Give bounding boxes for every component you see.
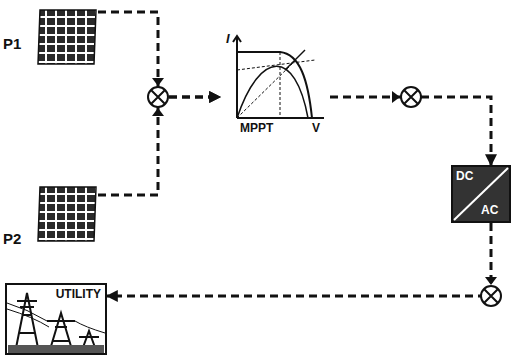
- ground-strip: [8, 345, 104, 353]
- arrow-head: [152, 108, 164, 116]
- arrow-head: [485, 277, 497, 285]
- node-label: V: [312, 122, 320, 134]
- node-label: DC: [456, 170, 473, 182]
- utility-grid: UTILITY: [5, 283, 107, 355]
- node-label: UTILITY: [54, 287, 103, 301]
- summing-junctions: [148, 87, 501, 306]
- panel-illustration: [36, 185, 98, 243]
- iv-curve: [237, 52, 312, 118]
- pylon: [15, 293, 39, 353]
- power-lines: [7, 303, 105, 333]
- arrow-head: [152, 78, 164, 86]
- inverter-body: [452, 166, 510, 222]
- mpp-marker: [285, 50, 305, 70]
- junction-arrowheads: [152, 78, 497, 285]
- dashed-connector: [98, 97, 220, 195]
- arrow-head: [392, 91, 400, 103]
- current-axis: [233, 36, 241, 118]
- solar-panel: P1: [3, 6, 98, 68]
- inverter-diagonal: [454, 168, 508, 220]
- node-label: P1: [3, 36, 21, 51]
- node-label: P2: [3, 231, 21, 246]
- solar-panel: P2: [3, 183, 98, 249]
- pv-curve: [237, 66, 308, 118]
- node-label: AC: [481, 204, 498, 216]
- mpp-guides: [237, 52, 315, 118]
- dashed-connector: [107, 223, 491, 296]
- mppt-chart: I MPPT V: [220, 30, 330, 138]
- panel-outline: [38, 10, 96, 64]
- utility-frame: [6, 284, 106, 354]
- dashed-connector: [98, 12, 220, 97]
- panel-illustration: [36, 8, 98, 66]
- node-label: MPPT: [240, 122, 273, 134]
- inverter-box: DC AC: [451, 165, 511, 223]
- panel-outline: [38, 187, 96, 241]
- junction-cross: [151, 90, 498, 303]
- node-label: I: [226, 32, 230, 45]
